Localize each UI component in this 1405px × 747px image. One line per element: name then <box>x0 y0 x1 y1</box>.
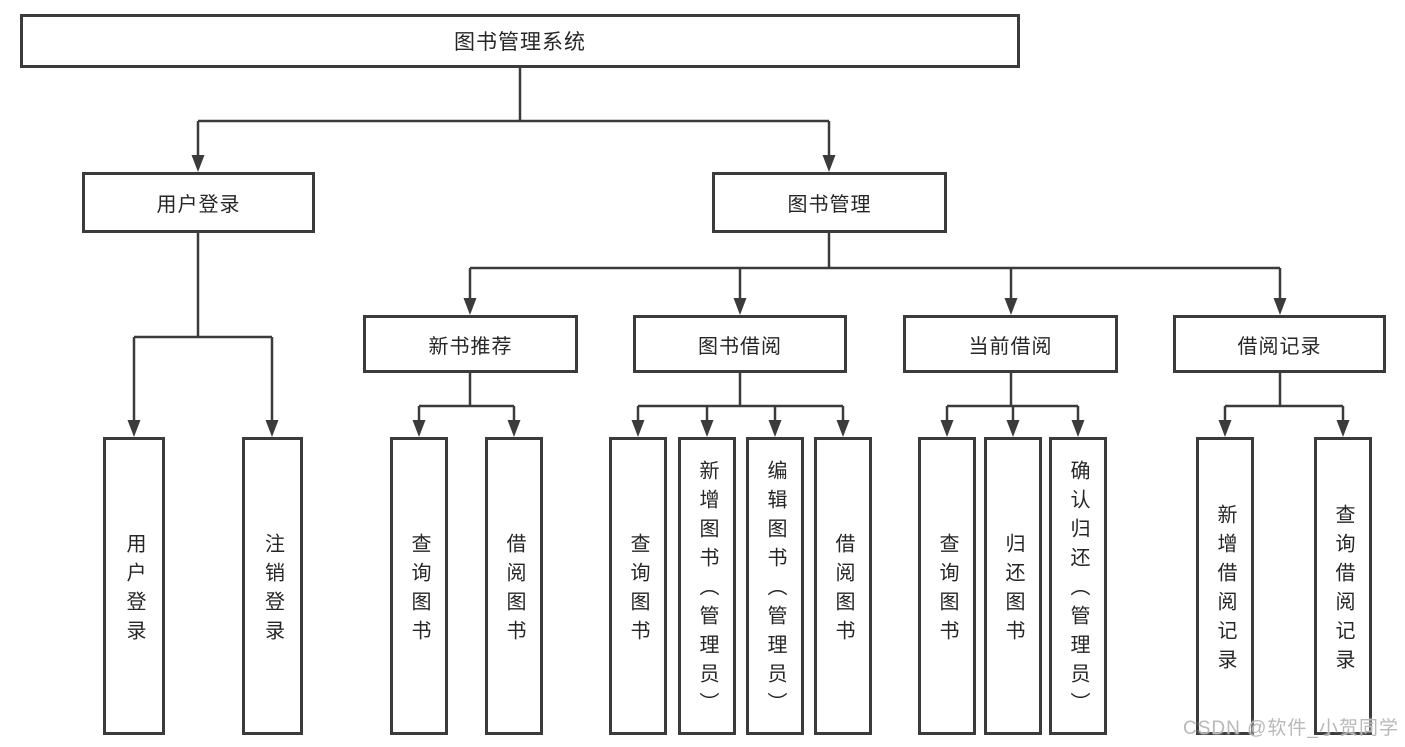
leaf-query-books-2: 查询图书 <box>609 437 667 735</box>
arrow-down-icon <box>940 420 954 437</box>
node-user-login-label: 用户登录 <box>156 194 241 216</box>
arrow-down-icon <box>836 420 850 437</box>
connector-group-user-login <box>127 233 279 437</box>
leaf-add-borrow-record: 新增借阅记录 <box>1196 437 1254 735</box>
connector-group-book-management <box>463 233 1287 315</box>
leaf-confirm-return-admin: 确认归还（管理员） <box>1049 437 1107 735</box>
node-book-borrow: 图书借阅 <box>633 315 847 373</box>
node-book-borrow-label: 图书借阅 <box>698 335 782 358</box>
leaf-borrow-books-2-label: 借阅图书 <box>832 532 854 649</box>
leaf-query-books-3-label: 查询图书 <box>936 532 958 649</box>
leaf-logout: 注销登录 <box>242 437 303 735</box>
leaf-query-borrow-record: 查询借阅记录 <box>1314 437 1372 735</box>
leaf-query-books-2-label: 查询图书 <box>627 532 649 649</box>
node-book-management-label: 图书管理 <box>787 194 872 216</box>
leaf-logout-label: 注销登录 <box>261 532 284 649</box>
arrow-down-icon <box>768 420 782 437</box>
arrow-down-icon <box>1004 298 1018 315</box>
arrow-down-icon <box>191 155 205 172</box>
leaf-borrow-books-1: 借阅图书 <box>485 437 543 735</box>
arrow-down-icon <box>507 420 521 437</box>
csdn-watermark: CSDN @软件_小贺同学 <box>1183 718 1399 739</box>
arrow-down-icon <box>412 420 426 437</box>
leaf-return-books: 归还图书 <box>984 437 1042 735</box>
leaf-edit-books-admin: 编辑图书（管理员） <box>746 437 804 735</box>
node-root-label: 图书管理系统 <box>454 31 586 54</box>
arrow-down-icon <box>1336 420 1350 437</box>
leaf-user-login-label: 用户登录 <box>123 532 145 649</box>
leaf-query-books-1-label: 查询图书 <box>408 532 430 649</box>
arrow-down-icon <box>1218 420 1232 437</box>
node-current-borrow: 当前借阅 <box>903 315 1118 373</box>
leaf-borrow-books-2: 借阅图书 <box>814 437 872 735</box>
leaf-user-login: 用户登录 <box>103 437 165 735</box>
leaf-return-books-label: 归还图书 <box>1002 532 1024 649</box>
leaf-add-books-admin: 新增图书（管理员） <box>678 437 736 735</box>
node-new-book-recommend-label: 新书推荐 <box>428 335 513 358</box>
arrow-down-icon <box>463 298 477 315</box>
node-borrow-record: 借阅记录 <box>1173 315 1386 373</box>
arrow-down-icon <box>631 420 645 437</box>
connector-group-current-borrow <box>940 373 1085 437</box>
node-new-book-recommend: 新书推荐 <box>363 315 578 373</box>
node-root: 图书管理系统 <box>20 14 1020 68</box>
leaf-query-books-3: 查询图书 <box>918 437 976 735</box>
leaf-add-borrow-record-label: 新增借阅记录 <box>1214 503 1236 678</box>
arrow-down-icon <box>265 420 279 437</box>
arrow-down-icon <box>822 155 836 172</box>
leaf-confirm-return-admin-label: 确认归还（管理员） <box>1067 460 1089 721</box>
arrow-down-icon <box>700 420 714 437</box>
connector-group-borrow-record <box>1218 373 1350 437</box>
leaf-add-books-admin-label: 新增图书（管理员） <box>696 460 718 721</box>
connector-group-book-borrow <box>631 373 850 437</box>
node-user-login: 用户登录 <box>82 172 315 233</box>
leaf-query-borrow-record-label: 查询借阅记录 <box>1332 503 1354 678</box>
connector-group-new-book-recommend <box>412 373 521 437</box>
node-book-management: 图书管理 <box>712 172 947 233</box>
arrow-down-icon <box>1273 298 1287 315</box>
arrow-down-icon <box>1071 420 1085 437</box>
arrow-down-icon <box>127 420 141 437</box>
arrow-down-icon <box>1006 420 1020 437</box>
node-current-borrow-label: 当前借阅 <box>968 335 1053 358</box>
node-borrow-record-label: 借阅记录 <box>1237 335 1322 358</box>
leaf-edit-books-admin-label: 编辑图书（管理员） <box>764 460 786 721</box>
leaf-borrow-books-1-label: 借阅图书 <box>503 532 525 649</box>
arrow-down-icon <box>733 298 747 315</box>
leaf-query-books-1: 查询图书 <box>390 437 448 735</box>
connector-group-root <box>191 68 836 172</box>
